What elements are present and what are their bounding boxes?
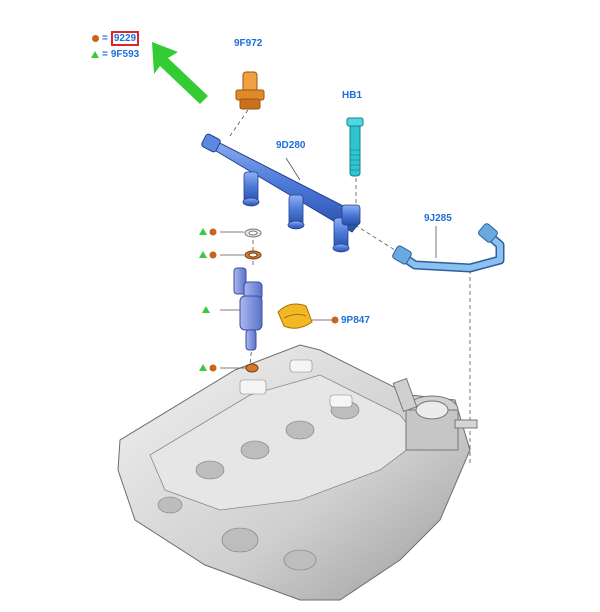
fuel-rail [201, 133, 361, 253]
label-pipe[interactable]: 9J285 [424, 213, 452, 224]
triangle-legend-icon [91, 51, 99, 58]
bolt-hb1 [346, 117, 364, 177]
triangle-marker [199, 364, 207, 371]
fuel-pipe [392, 223, 505, 273]
part-markers [199, 228, 339, 372]
legend-triangle-label[interactable]: 9F593 [110, 49, 140, 60]
label-sensor[interactable]: 9F972 [234, 38, 263, 49]
dot-legend-icon [92, 35, 99, 42]
triangle-marker [202, 306, 210, 313]
legend-equals: = [102, 49, 108, 60]
label-clip[interactable]: 9P847 [341, 315, 370, 326]
seal-rings [244, 228, 262, 373]
legend-equals: = [102, 33, 108, 44]
legend-dot-label[interactable]: 9229 [110, 31, 140, 46]
legend-dot-row: = 9229 [92, 31, 140, 46]
legend-triangle-row: = 9F593 [91, 49, 139, 60]
triangle-marker [199, 251, 207, 258]
fuel-injector [233, 267, 263, 351]
dot-marker [209, 364, 217, 372]
label-bolt[interactable]: HB1 [342, 90, 363, 101]
cylinder-head [117, 344, 478, 601]
triangle-marker [199, 228, 207, 235]
dot-marker [331, 316, 339, 324]
marker-leaders [220, 157, 437, 369]
pressure-sensor [235, 71, 265, 110]
dot-marker [209, 251, 217, 259]
label-rail[interactable]: 9D280 [276, 140, 306, 151]
injector-clip [277, 303, 313, 329]
highlight-arrow [152, 42, 208, 104]
dot-marker [209, 228, 217, 236]
fuel-pump [392, 377, 478, 451]
